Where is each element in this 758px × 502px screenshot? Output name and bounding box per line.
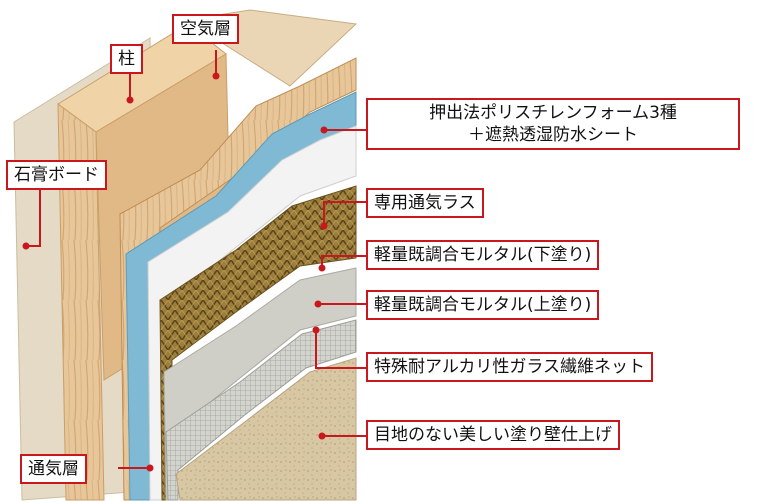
glass-mesh-layer: [165, 319, 357, 501]
callout-mortar-under-text: 軽量既調合モルタル(下塗り): [374, 245, 592, 265]
callout-insulation-line2: ＋遮熱透湿防水シート: [468, 125, 638, 145]
callout-mortar-under: 軽量既調合モルタル(下塗り): [366, 240, 600, 270]
pillar-front-face: [57, 102, 105, 501]
callout-pillar: 柱: [110, 44, 143, 74]
callout-lath-text: 専用通気ラス: [374, 193, 476, 213]
callout-gypsum-board-text: 石膏ボード: [14, 165, 99, 185]
callout-pillar-text: 柱: [118, 49, 135, 69]
callout-air-layer-top: 空気層: [172, 14, 239, 44]
leader-lath: [323, 201, 366, 226]
callout-air-layer-bottom: 通気層: [20, 454, 87, 484]
leader-dots: [22, 72, 328, 472]
leader-glass-mesh: [315, 330, 366, 369]
leader-lines: [26, 50, 366, 469]
finish-layer: [175, 357, 357, 501]
callout-air-layer-top-text: 空気層: [180, 19, 231, 39]
callout-mortar-top: 軽量既調合モルタル(上塗り): [366, 290, 600, 320]
callout-insulation: 押出法ポリスチレンフォーム3種 ＋遮熱透湿防水シート: [366, 98, 740, 150]
callout-glass-mesh: 特殊耐アルカリ性ガラス繊維ネット: [366, 352, 653, 382]
callout-mortar-top-text: 軽量既調合モルタル(上塗り): [374, 295, 592, 315]
callout-finish-text: 目地のない美しい塗り壁仕上げ: [374, 425, 612, 445]
callout-finish: 目地のない美しい塗り壁仕上げ: [366, 420, 620, 450]
callout-glass-mesh-text: 特殊耐アルカリ性ガラス繊維ネット: [374, 357, 645, 377]
leader-gypsum-board: [26, 184, 41, 247]
callout-insulation-line1: 押出法ポリスチレンフォーム3種: [429, 103, 677, 123]
callout-lath: 専用通気ラス: [366, 188, 484, 218]
callout-gypsum-board: 石膏ボード: [6, 160, 107, 190]
leader-mortar-under: [321, 255, 366, 268]
callout-air-layer-bottom-text: 通気層: [28, 459, 79, 479]
